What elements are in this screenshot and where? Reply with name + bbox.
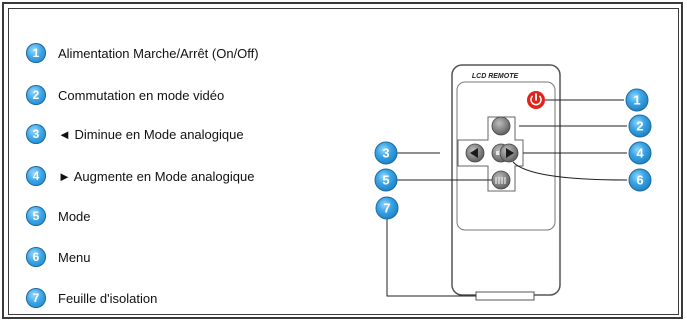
callout-badge-6: 6 [26,247,46,267]
remote-callout-1-number: 1 [633,93,640,108]
power-icon-arc [530,95,542,106]
legend-item-1: 1 Alimentation Marche/Arrêt (On/Off) [26,42,259,64]
mode-icon [495,177,506,184]
callout-badge-1: 1 [26,43,46,63]
remote-callout-1: 1 [625,88,649,112]
legend-text-1: Alimentation Marche/Arrêt (On/Off) [58,45,259,61]
legend-text-3: ◄ Diminue en Mode analogique [58,126,244,142]
remote-callout-7-number: 7 [383,201,390,216]
callout-badge-4: 4 [26,166,46,186]
legend-item-3: 3 ◄ Diminue en Mode analogique [26,123,244,145]
remote-callout-6: 6 [628,168,652,192]
remote-callout-5-number: 5 [382,173,389,188]
remote-callout-7: 7 [375,196,399,220]
legend-text-7: Feuille d'isolation [58,290,158,306]
legend-item-2: 2 Commutation en mode vidéo [26,84,224,106]
remote-callout-3-number: 3 [382,146,389,161]
legend-item-7: 7 Feuille d'isolation [26,287,157,309]
remote-callout-3: 3 [374,141,398,165]
dpad-outline [457,116,524,192]
callout-badge-5: 5 [26,206,46,226]
callout-badge-2: 2 [26,85,46,105]
right-arrow-icon [506,148,514,158]
legend-item-5: 5 Mode [26,205,91,227]
remote-panel [456,81,556,231]
legend-text-6: Menu [58,249,91,265]
left-arrow-icon [470,148,478,158]
remote-callout-6-number: 6 [636,173,643,188]
remote-callout-5: 5 [374,168,398,192]
legend-text-2: Commutation en mode vidéo [58,87,225,103]
callout-line-6 [512,161,628,181]
outer-frame [2,2,683,319]
callout-line-7 [386,219,476,297]
legend-item-6: 6 Menu [26,246,91,268]
callout-badge-3: 3 [26,124,46,144]
mode-button[interactable] [491,170,511,190]
inner-frame [8,8,679,315]
remote-callout-4: 4 [628,141,652,165]
video-mode-button[interactable] [491,116,511,136]
remote-callout-2: 2 [628,114,652,138]
insulation-tab [475,291,535,301]
legend-item-4: 4 ► Augmente en Mode analogique [26,165,254,187]
legend-text-4: ► Augmente en Mode analogique [58,168,255,184]
remote-title: LCD REMOTE [472,73,519,80]
callout-badge-7: 7 [26,288,46,308]
remote-callout-2-number: 2 [636,119,643,134]
legend-text-5: Mode [58,208,91,224]
remote-callout-4-number: 4 [636,146,644,161]
